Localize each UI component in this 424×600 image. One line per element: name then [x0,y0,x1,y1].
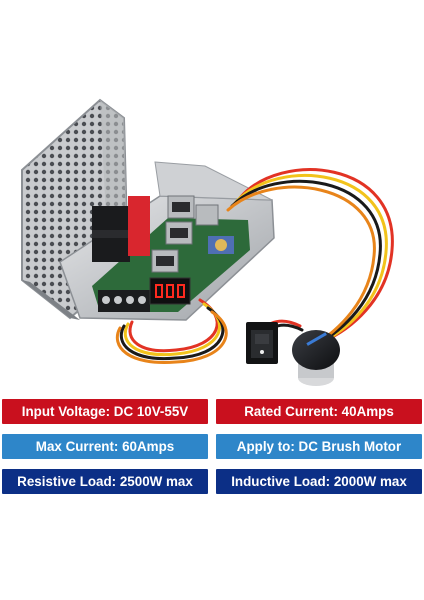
spec-max-current: Max Current: 60Amps [2,434,208,459]
spec-apply-to: Apply to: DC Brush Motor [216,434,422,459]
spec-input-voltage: Input Voltage: DC 10V-55V [2,399,208,424]
motor-controller-board-icon [59,161,275,321]
product-photo [21,98,394,386]
potentiometer-knob-icon [292,330,340,386]
rocker-switch-icon [246,322,278,364]
spec-rated-current: Rated Current: 40Amps [216,399,422,424]
spec-resistive-load: Resistive Load: 2500W max [2,469,208,494]
led-display-icon [149,277,191,305]
spec-inductive-load: Inductive Load: 2000W max [216,469,422,494]
wire-harness-icon [115,168,394,365]
